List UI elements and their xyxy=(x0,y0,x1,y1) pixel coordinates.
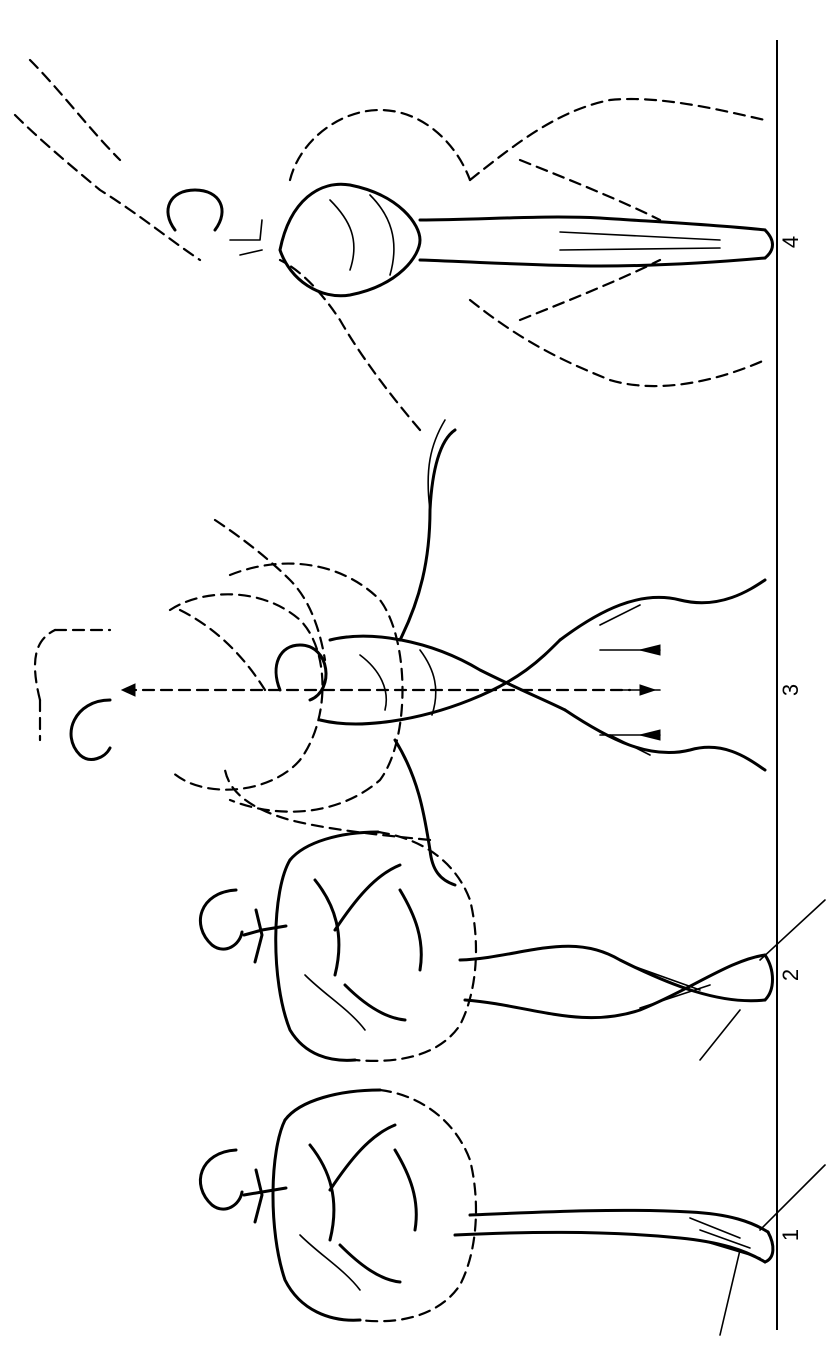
figure-1 xyxy=(200,1090,825,1335)
figure-label-1: 1 xyxy=(778,1229,803,1241)
figure-4-legs xyxy=(420,217,765,230)
figure-4-torso xyxy=(280,184,420,296)
figure-2-torso xyxy=(276,860,355,1060)
figure-2-head-arc xyxy=(200,890,242,949)
figure-3-legs xyxy=(560,580,765,640)
figure-1-torso xyxy=(273,1120,360,1320)
figure-4 xyxy=(15,60,773,430)
figure-label-3: 3 xyxy=(778,684,803,696)
figure-4-head-arc xyxy=(168,190,222,230)
figure-3-torso xyxy=(276,645,326,700)
figure-1-head-arc xyxy=(200,1150,242,1209)
figure-label-4: 4 xyxy=(778,236,803,248)
figure-label-2: 2 xyxy=(778,969,803,981)
figure-2 xyxy=(200,832,825,1061)
figure-3-head-arc xyxy=(71,700,110,759)
figure-2-legs xyxy=(460,946,765,1001)
figure-3 xyxy=(35,420,765,885)
